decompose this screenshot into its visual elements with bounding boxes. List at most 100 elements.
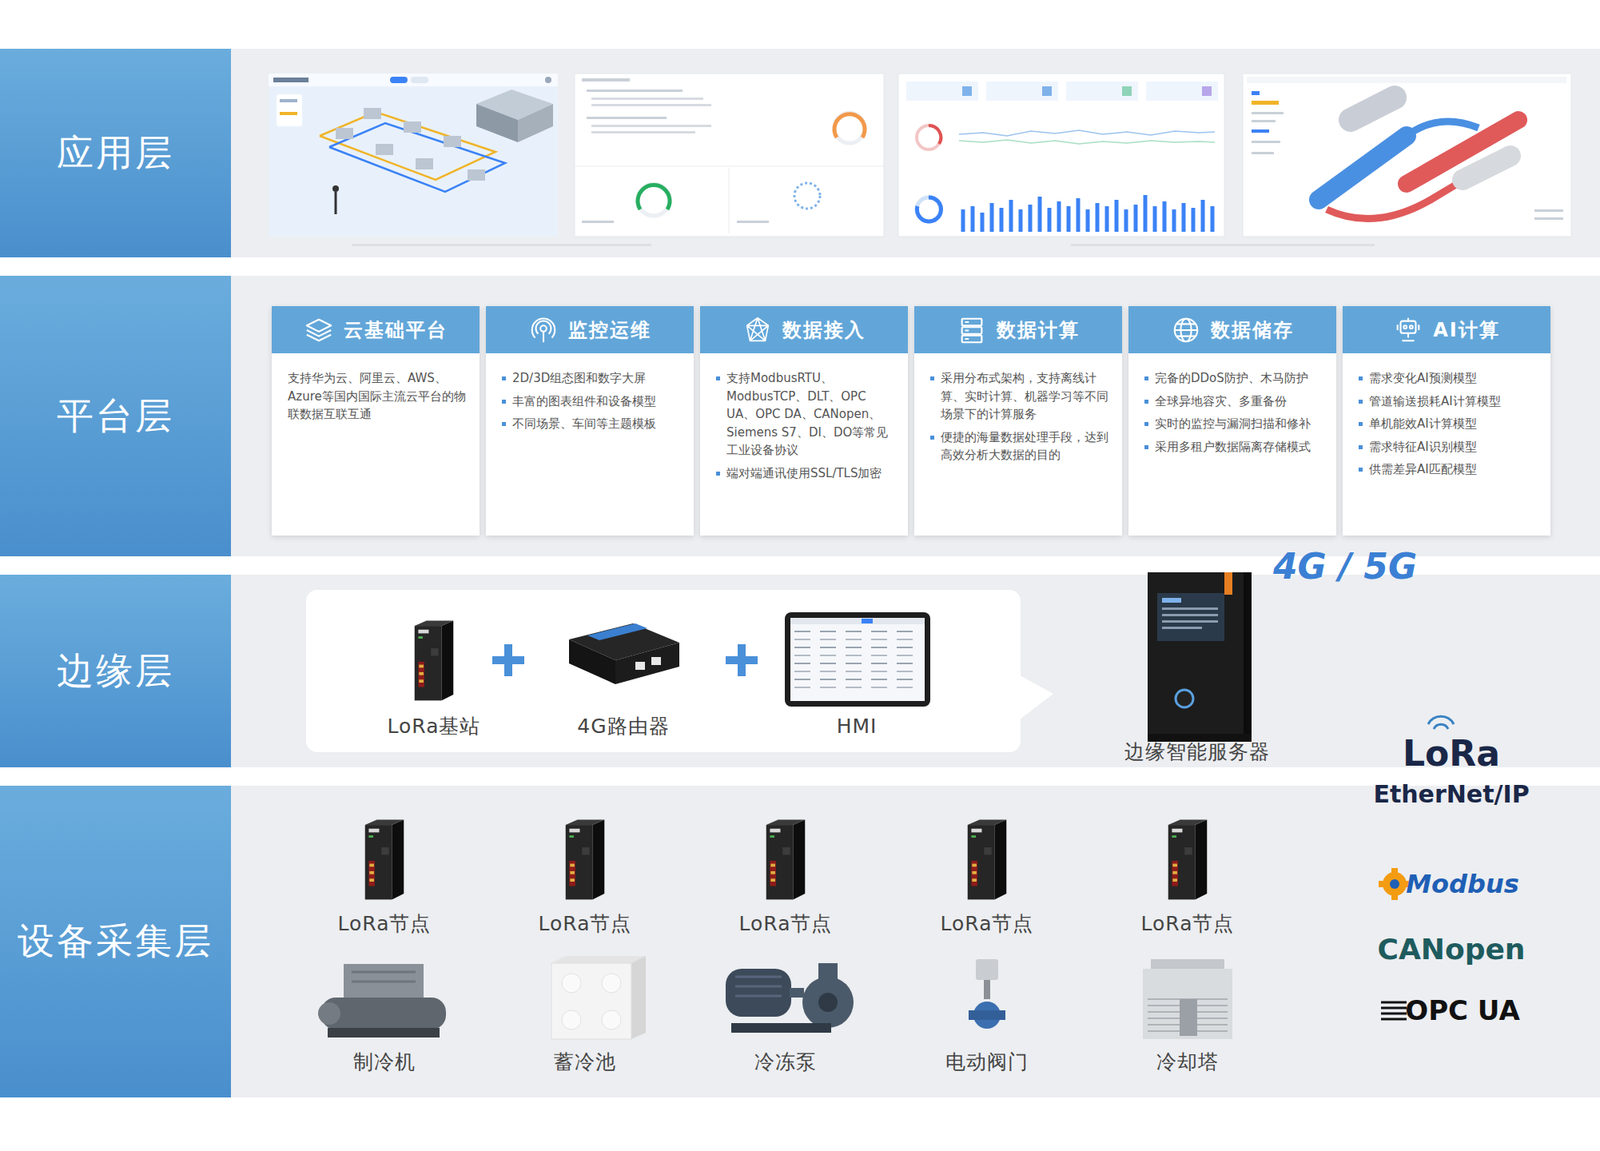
diagram-label: LoRa节点: [538, 910, 633, 937]
bullet-mark: [930, 376, 935, 381]
bullet-row: 完备的DDoS防护、木马防护: [1144, 369, 1324, 388]
layer-title: 边缘层: [56, 646, 175, 697]
diagram-label: 4G / 5G: [1273, 545, 1417, 587]
bullet-mark: [1358, 421, 1363, 426]
card-title: 云基础平台: [343, 317, 448, 343]
edge-server: [1147, 572, 1252, 742]
card-header: 数据储存: [1128, 306, 1337, 354]
bullet-text: 2D/3D组态图和数字大屏: [512, 369, 646, 388]
icon-robot: [1393, 314, 1424, 346]
opc-stripes: [1381, 1002, 1407, 1019]
layer-band: 应用层: [0, 48, 1600, 258]
screenshot-pipes: [1242, 73, 1572, 237]
lora-node-device: [1168, 819, 1208, 900]
platform-card: 数据接入支持ModbusRTU、ModbusTCP、DLT、OPC UA、OPC…: [700, 306, 908, 536]
device-label: LoRa基站: [387, 712, 482, 740]
pump: [725, 963, 854, 1033]
layer-band: 平台层 云基础平台支持华为云、阿里云、AWS、Azure等国内国际主流云平台的物联…: [0, 275, 1600, 557]
layer-title: 应用层: [56, 128, 175, 179]
shadow-bar: [1070, 243, 1375, 247]
diagram-label: OPC UA: [1404, 994, 1521, 1027]
card-header: AI计算: [1342, 306, 1551, 354]
diagram-label: Modbus: [1405, 868, 1519, 900]
platform-card: 监控运维2D/3D组态图和数字大屏丰富的图表组件和设备模型不同场景、车间等主题模…: [485, 306, 694, 536]
bullet-row: 供需差异AI匹配模型: [1358, 460, 1538, 479]
bullet-mark: [930, 435, 935, 440]
card-body: 支持华为云、阿里云、AWS、Azure等国内国际主流云平台的物联数据互联互通: [271, 353, 480, 536]
platform-card: 数据储存完备的DDoS防护、木马防护全球异地容灾、多重备份实时的监控与漏洞扫描和…: [1128, 306, 1337, 536]
card-body: 支持ModbusRTU、ModbusTCP、DLT、OPC UA、OPC DA、…: [700, 353, 908, 536]
lora-node-device: [766, 819, 806, 900]
diagram-label: 冷冻泵: [754, 1048, 817, 1075]
lora-base-station: [414, 620, 454, 701]
card-title: 数据储存: [1210, 317, 1294, 343]
bullet-mark: [1358, 399, 1363, 404]
card-text: 支持华为云、阿里云、AWS、Azure等国内国际主流云平台的物联数据互联互通: [287, 369, 467, 424]
diagram-label: CANopen: [1377, 932, 1526, 966]
lora-node-device: [565, 819, 605, 900]
cooling-tower: [1142, 959, 1233, 1039]
diagram-label: LoRa节点: [739, 910, 833, 937]
bullet-text: 单机能效AI计算模型: [1369, 414, 1477, 434]
lora-node-device: [365, 819, 405, 900]
layer-label-block: 应用层: [0, 48, 231, 258]
bullet-text: 采用分布式架构，支持离线计算、实时计算、机器学习等不同场景下的计算服务: [940, 369, 1110, 424]
layer-title: 平台层: [56, 391, 175, 442]
bullet-mark: [1144, 445, 1149, 450]
bullet-row: 便捷的海量数据处理手段，达到高效分析大数据的目的: [930, 428, 1110, 465]
card-header: 数据计算: [914, 306, 1123, 354]
bullet-row: 2D/3D组态图和数字大屏: [501, 369, 681, 388]
electric-valve: [968, 959, 1006, 1029]
card-body: 完备的DDoS防护、木马防护全球异地容灾、多重备份实时的监控与漏洞扫描和修补采用…: [1128, 353, 1337, 536]
bullet-row: 丰富的图表组件和设备模型: [501, 392, 681, 411]
diagram-label: LoRa: [1402, 732, 1501, 774]
bullet-text: 完备的DDoS防护、木马防护: [1154, 369, 1309, 388]
card-header: 数据接入: [700, 306, 908, 354]
bullet-mark: [1144, 399, 1149, 404]
bullet-mark: [716, 376, 721, 381]
platform-card: AI计算需求变化AI预测模型管道输送损耗AI计算模型单机能效AI计算模型需求特征…: [1342, 306, 1551, 536]
card-title: 数据计算: [996, 317, 1080, 343]
storage-tank: [551, 955, 646, 1039]
bullet-mark: [501, 421, 506, 426]
card-body: 2D/3D组态图和数字大屏丰富的图表组件和设备模型不同场景、车间等主题模板: [485, 353, 694, 536]
bullet-row: 采用多租户数据隔离存储模式: [1144, 437, 1324, 457]
diagram-label: 蓄冷池: [553, 1048, 617, 1075]
layer-label-block: 设备采集层: [0, 785, 231, 1098]
bullet-mark: [1358, 467, 1363, 472]
device-label: 4G路由器: [577, 712, 669, 740]
bullet-text: 端对端通讯使用SSL/TLS加密: [726, 464, 883, 483]
diagram-label: 电动阀门: [945, 1048, 1029, 1075]
diagram-label: 制冷机: [353, 1048, 416, 1075]
bullet-row: 单机能效AI计算模型: [1358, 414, 1538, 434]
router-4g: [569, 623, 680, 685]
icon-globe: [1170, 314, 1202, 346]
card-body: 采用分布式架构，支持离线计算、实时计算、机器学习等不同场景下的计算服务便捷的海量…: [914, 353, 1123, 536]
bullet-row: 管道输送损耗AI计算模型: [1358, 392, 1538, 411]
bullet-text: 需求变化AI预测模型: [1369, 369, 1477, 388]
diagram-label: 冷却塔: [1156, 1048, 1219, 1075]
bullet-mark: [1358, 376, 1363, 381]
screenshot-charts: [898, 73, 1225, 237]
bullet-mark: [501, 376, 506, 381]
card-body: 需求变化AI预测模型管道输送损耗AI计算模型单机能效AI计算模型需求特征AI识别…: [1342, 353, 1551, 536]
bullet-text: 实时的监控与漏洞扫描和修补: [1154, 414, 1311, 434]
card-header: 监控运维: [485, 306, 694, 354]
bullet-text: 支持ModbusRTU、ModbusTCP、DLT、OPC UA、OPC DA、…: [726, 369, 896, 460]
diagram-label: 边缘智能服务器: [1124, 738, 1270, 765]
layer-title: 设备采集层: [17, 916, 214, 967]
layer-label-block: 平台层: [0, 275, 231, 557]
card-title: 数据接入: [782, 317, 866, 343]
icon-layers: [303, 314, 335, 346]
bullet-mark: [1144, 421, 1149, 426]
layer-label-block: 边缘层: [0, 574, 231, 768]
icon-server: [956, 314, 988, 346]
edge-panel-ground: [306, 589, 1054, 753]
bullet-row: 采用分布式架构，支持离线计算、实时计算、机器学习等不同场景下的计算服务: [930, 369, 1110, 424]
lora-logo-waves: [1428, 716, 1454, 729]
diagram-label: LoRa节点: [338, 910, 432, 937]
icon-network: [742, 314, 773, 346]
bullet-row: 需求特征AI识别模型: [1358, 437, 1538, 457]
